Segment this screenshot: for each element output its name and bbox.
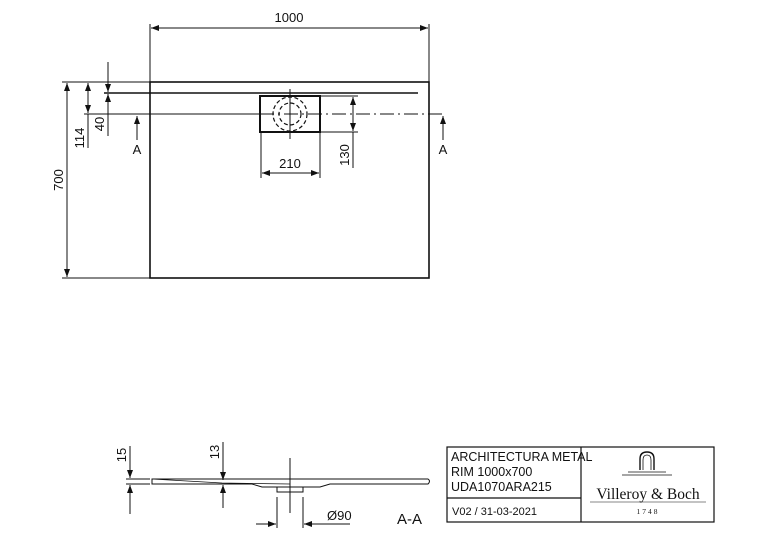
depth-label: 700 bbox=[51, 169, 66, 191]
brand-year: 1748 bbox=[637, 507, 660, 516]
brand-name: Villeroy & Boch bbox=[596, 486, 699, 503]
drain-depth-label: 130 bbox=[337, 144, 352, 166]
product-size: RIM 1000x700 bbox=[451, 465, 532, 479]
section-marker-right: A bbox=[439, 142, 448, 157]
thickness-label: 15 bbox=[114, 448, 129, 462]
tray-profile bbox=[151, 478, 430, 488]
brand-logo-icon bbox=[639, 451, 655, 470]
width-label: 1000 bbox=[275, 10, 304, 25]
rim-label: 13 bbox=[207, 445, 222, 459]
drain-inner-circle bbox=[278, 102, 302, 126]
product-line: ARCHITECTURA METAL bbox=[451, 450, 592, 464]
version-date: V02 / 31-03-2021 bbox=[452, 506, 537, 518]
title-block bbox=[446, 446, 715, 523]
tray-outline bbox=[149, 81, 430, 279]
drain-offset-label: 114 bbox=[72, 128, 87, 149]
drain-diameter-label: Ø90 bbox=[327, 508, 352, 523]
drain-width-label: 210 bbox=[279, 156, 301, 171]
section-label: A-A bbox=[397, 511, 422, 528]
section-marker-left: A bbox=[133, 142, 142, 157]
section-view bbox=[126, 442, 430, 528]
article-number: UDA1070ARA215 bbox=[451, 480, 552, 494]
channel-offset-label: 40 bbox=[92, 117, 107, 131]
plan-view bbox=[62, 24, 446, 279]
